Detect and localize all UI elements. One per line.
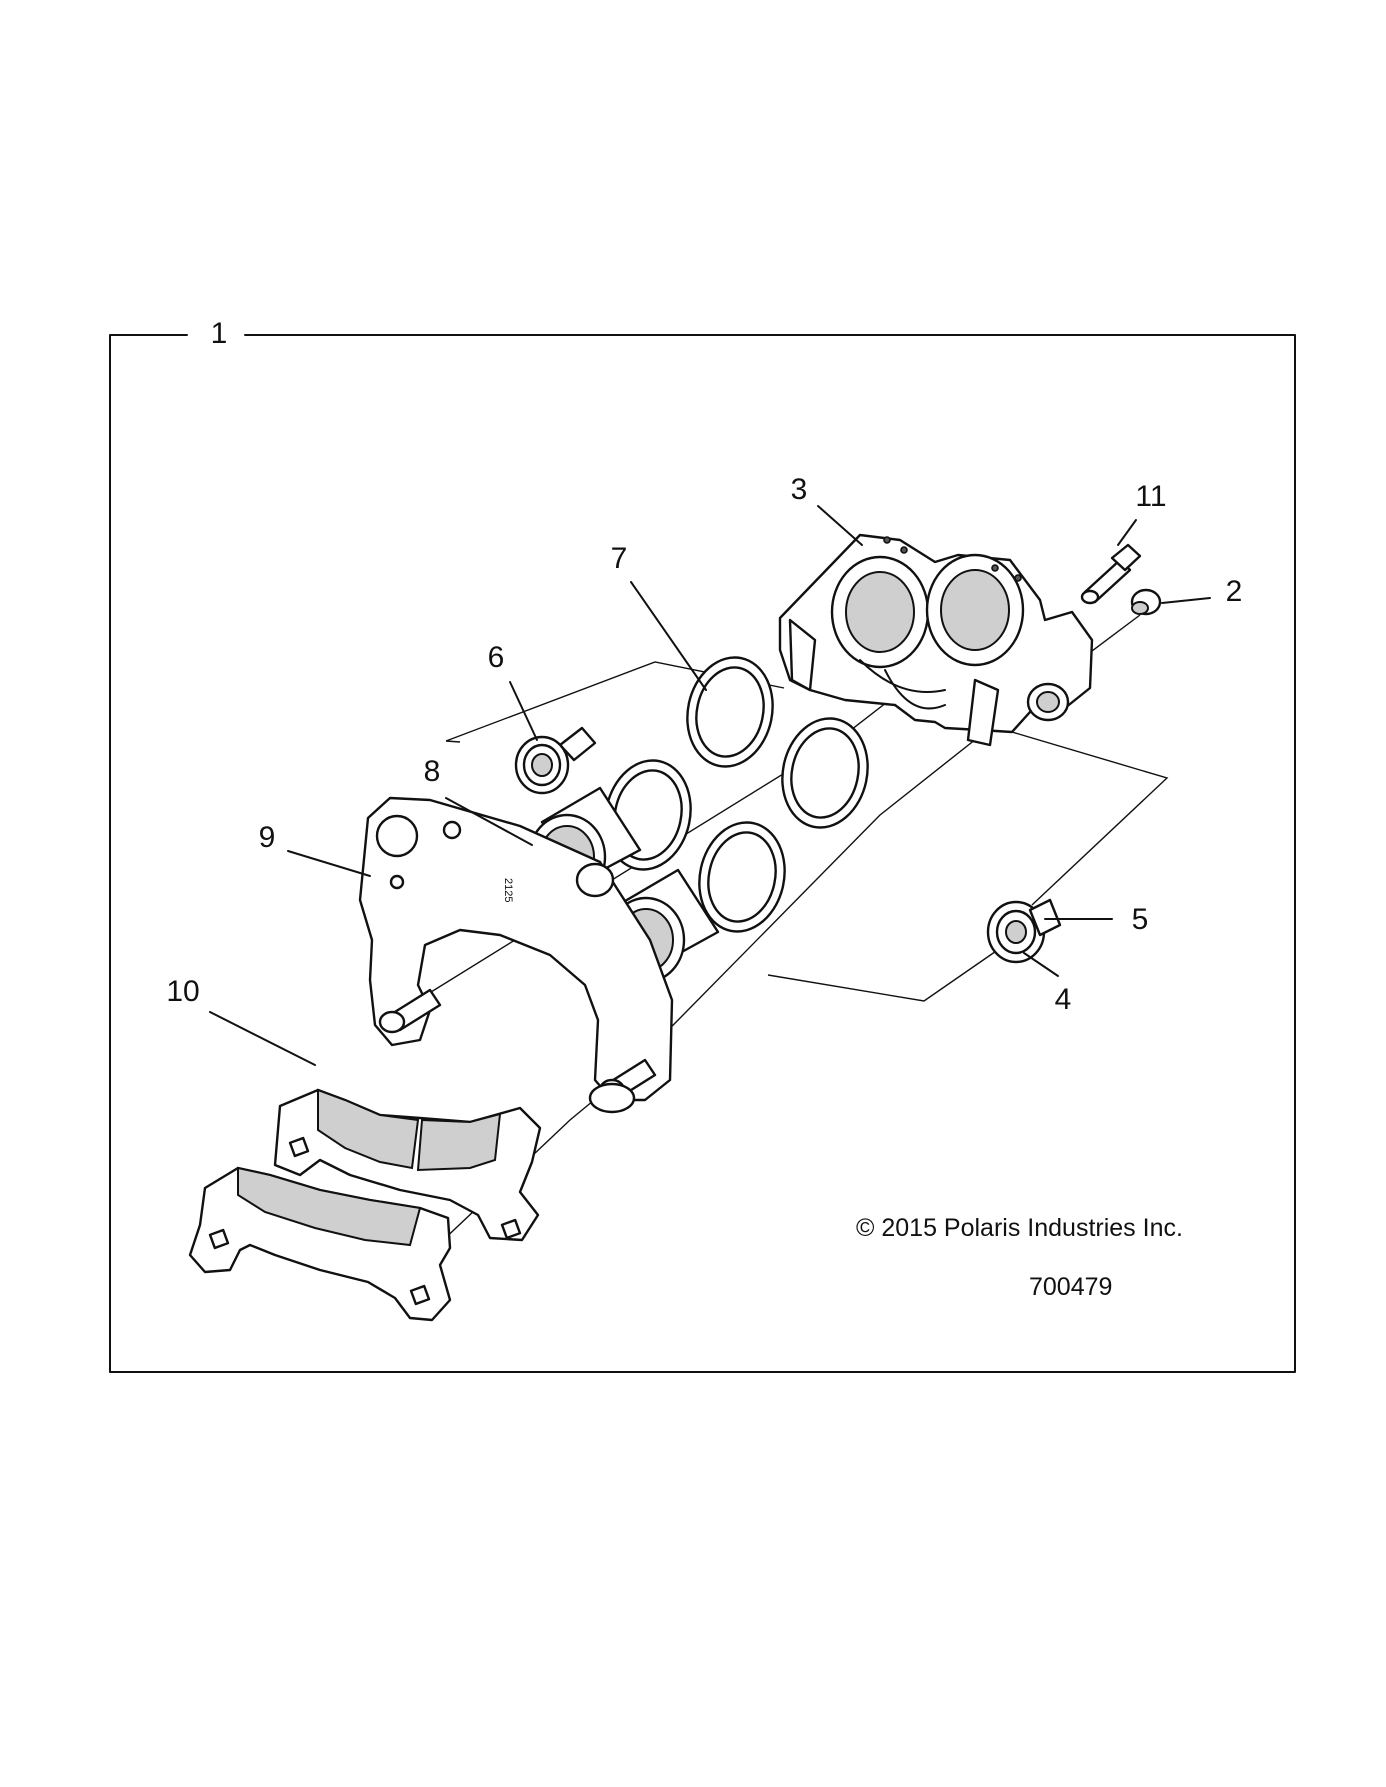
mounting-bracket-9: 2125 <box>358 796 674 1114</box>
pin-boot-4-5 <box>986 898 1062 964</box>
pad-marking: 2125 <box>502 878 514 902</box>
callout-7: 7 <box>610 542 628 575</box>
leader-lines <box>209 505 1211 1066</box>
bleeder-cap-2 <box>1130 588 1162 616</box>
copyright-notice: © 2015 Polaris Industries Inc. <box>856 1214 1183 1242</box>
assembly-frame <box>109 334 1296 1373</box>
callout-9: 9 <box>258 821 276 854</box>
pin-boot-6 <box>514 726 597 795</box>
callout-5: 5 <box>1131 903 1149 936</box>
callout-8: 8 <box>423 755 441 788</box>
callout-3: 3 <box>790 473 808 506</box>
callout-2: 2 <box>1225 575 1243 608</box>
callout-4: 4 <box>1054 983 1072 1016</box>
bleeder-screw-11 <box>1080 543 1142 605</box>
callout-1: 1 <box>210 317 228 350</box>
brake-pads-10 <box>188 1088 542 1322</box>
callout-11: 11 <box>1135 480 1167 513</box>
caliper-housing-3 <box>778 533 1094 747</box>
figure-number: 700479 <box>1029 1273 1113 1301</box>
piston-seals-7 <box>686 656 869 829</box>
callout-6: 6 <box>487 641 505 674</box>
callout-10: 10 <box>166 975 200 1008</box>
